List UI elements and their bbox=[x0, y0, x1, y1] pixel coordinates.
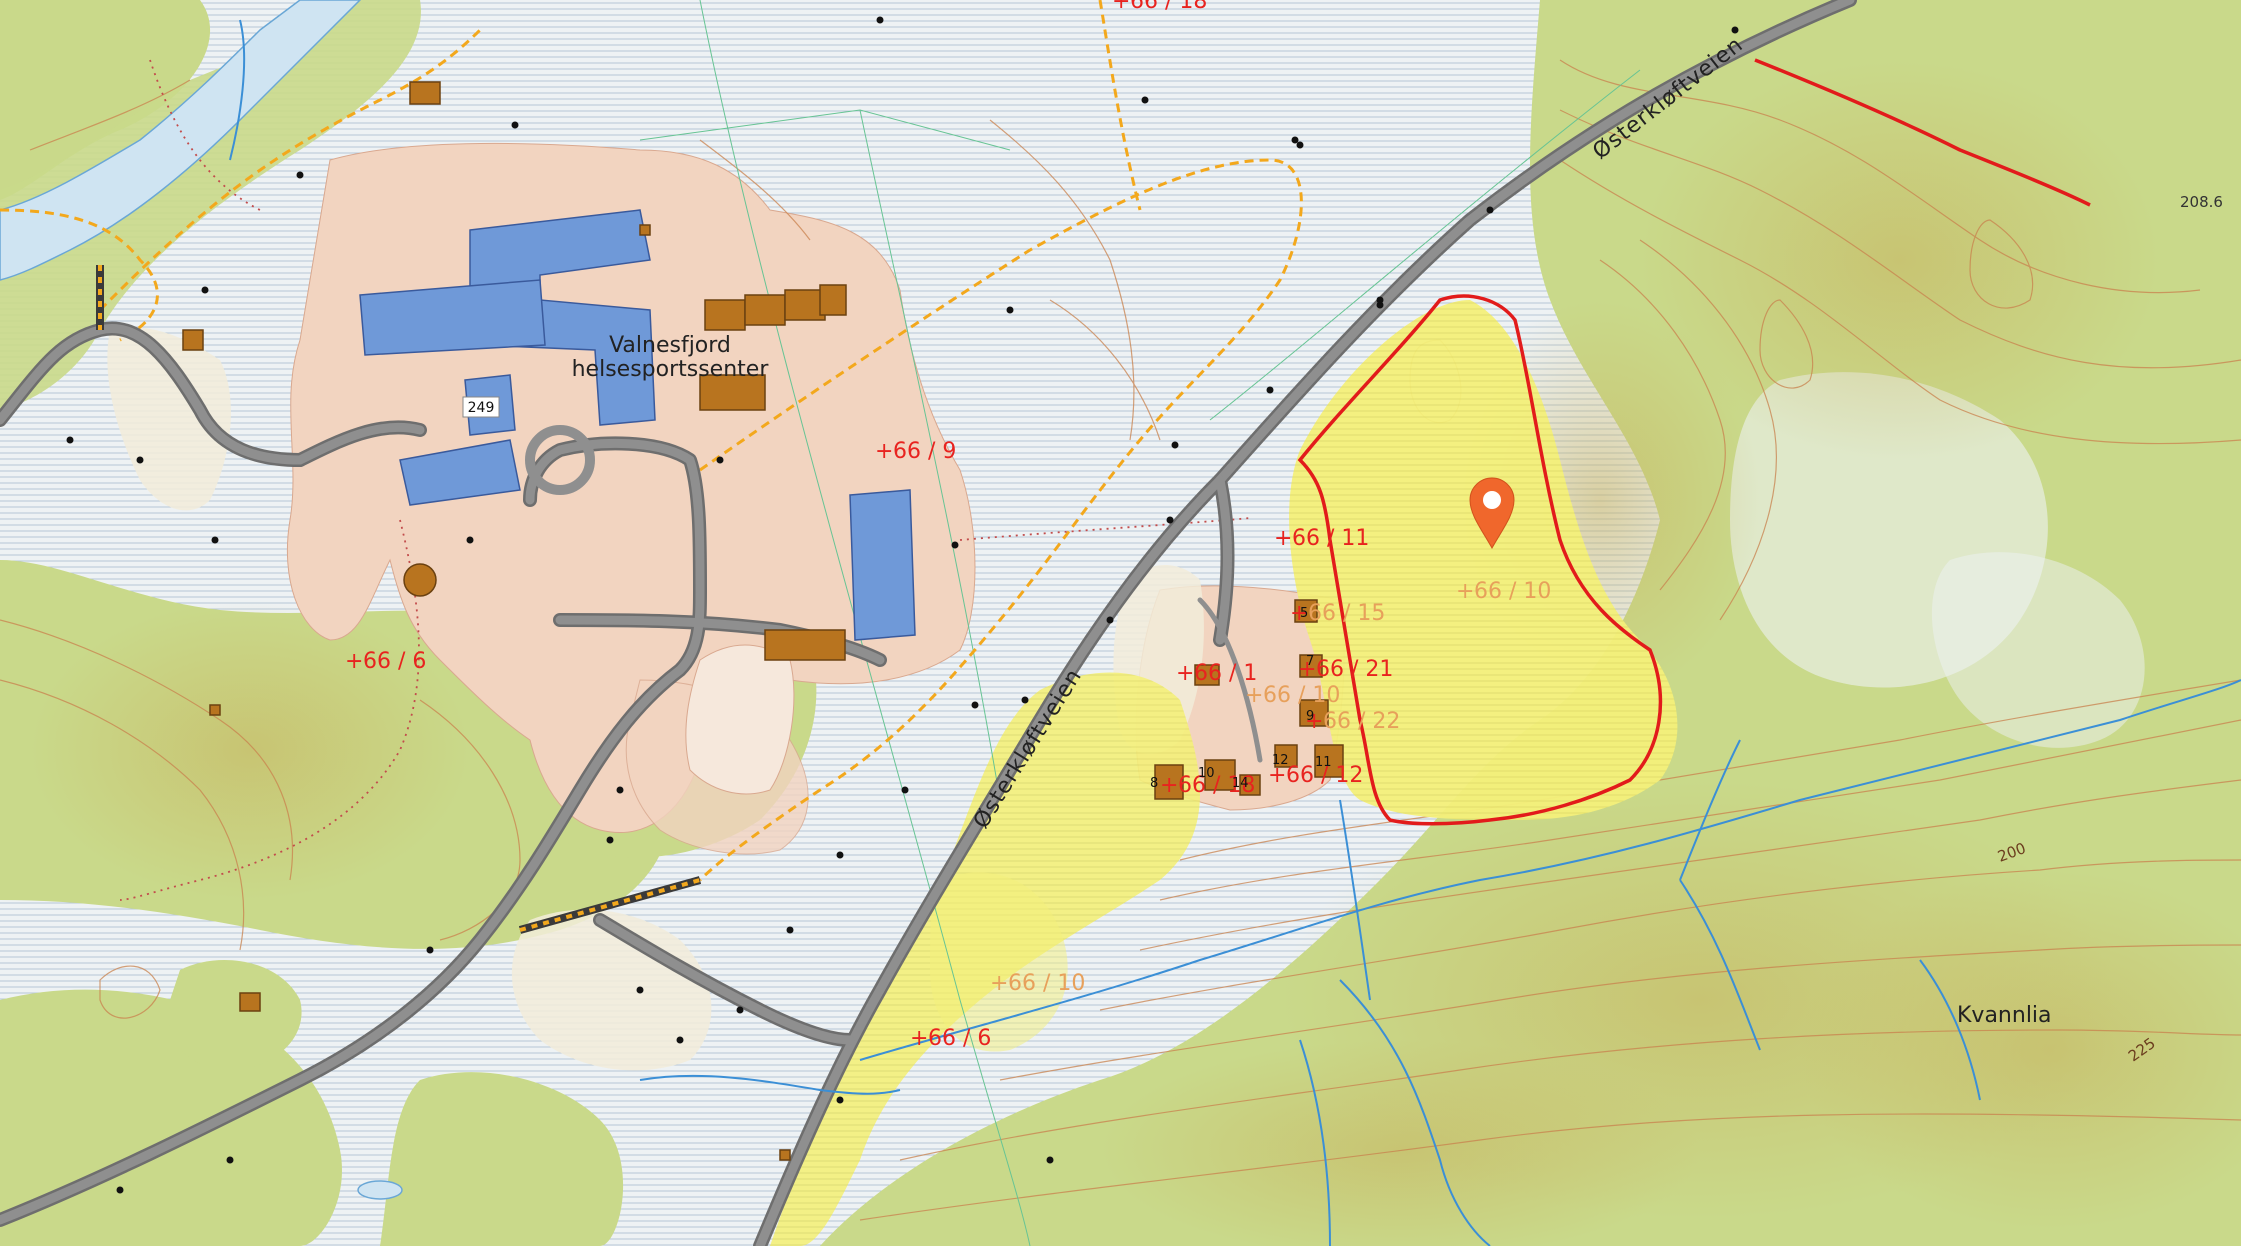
svg-text:8: 8 bbox=[1150, 776, 1158, 791]
cadastral-label: +66 / 11 bbox=[1274, 526, 1369, 551]
cadastral-label: +66 / 1 bbox=[1176, 661, 1257, 686]
house-numbers: 5 7 9 8 10 12 11 14 bbox=[1150, 606, 1332, 791]
place-label-center-line2: helsesportssenter bbox=[572, 357, 770, 382]
svg-text:+: + bbox=[1160, 773, 1178, 798]
svg-text:66 / 6: 66 / 6 bbox=[363, 649, 426, 674]
cadastral-label: +66 / 10 bbox=[1245, 683, 1340, 708]
svg-text:12: 12 bbox=[1272, 753, 1289, 768]
cadastral-label: +66 / 18 bbox=[1160, 773, 1255, 798]
svg-text:66 / 9: 66 / 9 bbox=[893, 439, 956, 464]
svg-text:+: + bbox=[1176, 661, 1194, 686]
svg-text:9: 9 bbox=[1306, 709, 1314, 724]
buildings-public bbox=[359, 209, 916, 641]
cadastral-label: +66 / 9 bbox=[875, 439, 956, 464]
cadastral-label: +66 / 10 bbox=[990, 971, 1085, 996]
svg-text:10: 10 bbox=[1198, 766, 1215, 781]
svg-text:+: + bbox=[990, 971, 1008, 996]
svg-text:+: + bbox=[1245, 683, 1263, 708]
gazebo-icon bbox=[403, 563, 437, 597]
svg-text:66 / 10: 66 / 10 bbox=[1008, 971, 1085, 996]
water-bodies bbox=[0, 0, 403, 1200]
bridges bbox=[96, 265, 702, 934]
svg-text:11: 11 bbox=[1315, 755, 1332, 770]
svg-text:7: 7 bbox=[1306, 654, 1314, 669]
svg-text:66 / 18: 66 / 18 bbox=[1178, 773, 1255, 798]
svg-text:+: + bbox=[1112, 0, 1130, 14]
place-label-center-line1: Valnesfjord bbox=[609, 333, 731, 358]
highlight-zones bbox=[770, 300, 1678, 1246]
cadastral-lines bbox=[639, 0, 1641, 1246]
cadastral-label: +66 / 6 bbox=[345, 649, 426, 674]
svg-text:+: + bbox=[1268, 763, 1286, 788]
svg-text:66 / 12: 66 / 12 bbox=[1286, 763, 1363, 788]
cadastral-label: +66 / 21 bbox=[1298, 657, 1393, 682]
road-number-badge: 249 bbox=[462, 396, 500, 418]
property-boundary bbox=[1297, 58, 2091, 826]
svg-text:66 / 22: 66 / 22 bbox=[1323, 709, 1400, 734]
svg-text:+: + bbox=[910, 1026, 928, 1051]
svg-text:66 / 1: 66 / 1 bbox=[1194, 661, 1257, 686]
footpaths bbox=[119, 59, 1251, 901]
svg-text:66 / 21: 66 / 21 bbox=[1316, 657, 1393, 682]
place-label-area: Kvannlia bbox=[1957, 1003, 2052, 1028]
map-pin-icon[interactable] bbox=[1469, 477, 1515, 550]
cadastral-label: +66 / 18 bbox=[1112, 0, 1207, 14]
svg-text:+: + bbox=[875, 439, 893, 464]
cadastral-label: +66 / 15 bbox=[1290, 601, 1385, 626]
place-labels: Valnesfjord helsesportssenter Kvannlia bbox=[572, 333, 2052, 1028]
svg-text:+: + bbox=[345, 649, 363, 674]
roads bbox=[0, 0, 1857, 1246]
svg-text:66 / 10: 66 / 10 bbox=[1263, 683, 1340, 708]
buildings-residential bbox=[182, 81, 1344, 1161]
svg-text:14: 14 bbox=[1232, 776, 1249, 791]
svg-text:+: + bbox=[1305, 709, 1323, 734]
svg-text:+: + bbox=[1274, 526, 1292, 551]
cadastral-labels: +66 / 18 +66 / 9 +66 / 6 +66 / 11 +66 / … bbox=[345, 0, 1551, 1051]
svg-text:66 / 11: 66 / 11 bbox=[1292, 526, 1369, 551]
svg-text:+: + bbox=[1290, 601, 1308, 626]
svg-text:+: + bbox=[1298, 657, 1316, 682]
cadastral-label: +66 / 22 bbox=[1305, 709, 1400, 734]
road-number: 249 bbox=[468, 400, 495, 416]
boundary-points bbox=[66, 16, 1739, 1194]
svg-text:5: 5 bbox=[1300, 606, 1308, 621]
svg-text:66 / 6: 66 / 6 bbox=[928, 1026, 991, 1051]
contour-lines bbox=[0, 59, 2241, 1221]
cadastral-label: +66 / 6 bbox=[910, 1026, 991, 1051]
svg-text:66 / 15: 66 / 15 bbox=[1308, 601, 1385, 626]
streams bbox=[229, 19, 2241, 1246]
svg-text:66 / 18: 66 / 18 bbox=[1130, 0, 1207, 14]
cadastral-label: +66 / 12 bbox=[1268, 763, 1363, 788]
svg-text:66 / 10: 66 / 10 bbox=[1474, 579, 1551, 604]
spot-height-label: 208.6 bbox=[2180, 193, 2223, 211]
cadastral-label: +66 / 10 bbox=[1456, 579, 1551, 604]
svg-text:+: + bbox=[1456, 579, 1474, 604]
